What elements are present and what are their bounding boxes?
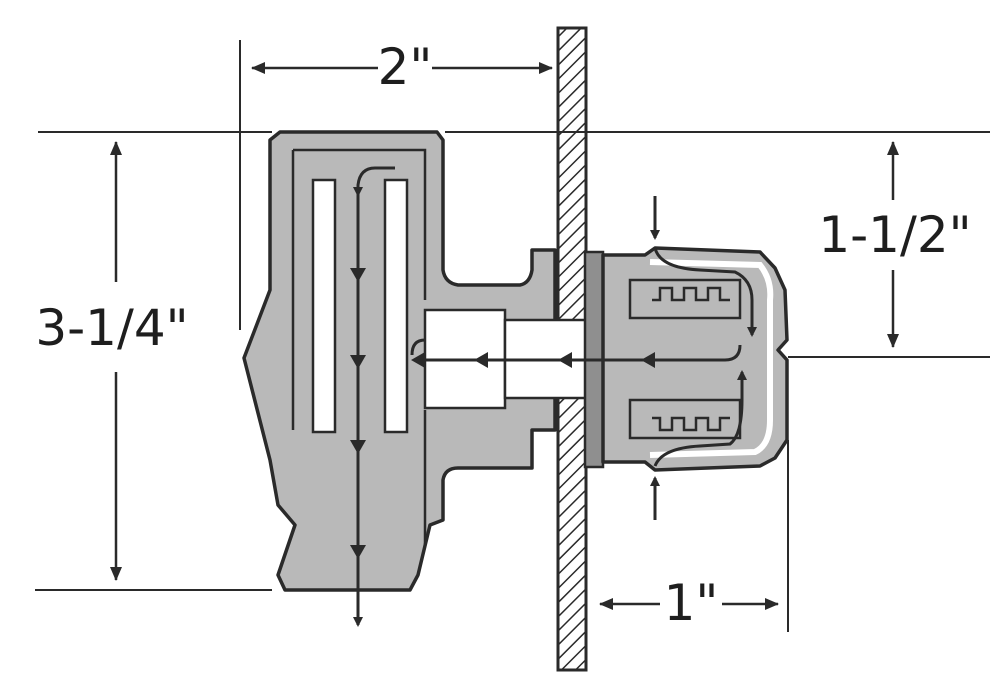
dim-label-height-right: 1-1/2" (818, 206, 971, 264)
dim-label-depth-bottom: 1" (664, 574, 719, 632)
right-slot (383, 178, 409, 434)
dimension-height-left: 3-1/4" (35, 141, 189, 581)
dimension-width-top: 2" (251, 38, 553, 96)
cap-channel (649, 259, 774, 458)
extension-lines (35, 40, 990, 632)
lower-seal (628, 398, 742, 440)
dimension-height-right: 1-1/2" (818, 141, 972, 348)
upper-seal (628, 278, 742, 320)
dim-label-width-top: 2" (378, 38, 433, 96)
left-slot (311, 178, 337, 434)
dimension-depth-bottom: 1" (599, 574, 779, 632)
valve-body-inner (291, 148, 427, 545)
flow-arrows (350, 166, 757, 627)
dim-label-height-left: 3-1/4" (35, 299, 188, 357)
